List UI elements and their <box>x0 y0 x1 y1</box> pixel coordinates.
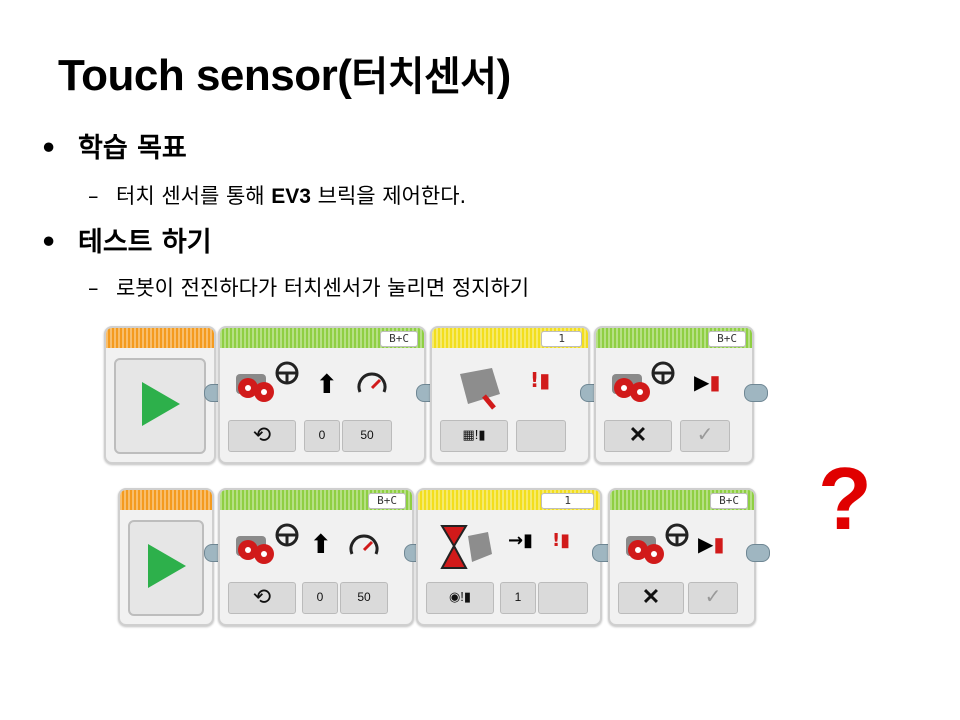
check-icon[interactable]: ✓ <box>680 420 730 452</box>
bullet-dot: • <box>40 133 78 164</box>
steering-wheel-icon <box>274 360 300 386</box>
compare-result[interactable] <box>538 582 588 614</box>
wait-touch-block[interactable]: 1 !▮ ▦!▮ <box>430 326 590 464</box>
steering-wheel-icon <box>650 360 676 386</box>
speedometer-icon <box>356 368 388 398</box>
play-icon <box>142 382 180 426</box>
compare-mode-icon[interactable]: ◉!▮ <box>426 582 494 614</box>
start-block[interactable] <box>104 326 216 464</box>
motor-port-selector[interactable]: B+C <box>708 331 746 347</box>
steering-wheel-icon <box>274 522 300 548</box>
motor-port-selector[interactable]: B+C <box>380 331 418 347</box>
hourglass-icon <box>436 522 496 574</box>
sub-test: –로봇이 전진하다가 터치센서가 눌리면 정지하기 <box>88 272 529 302</box>
bullet-label: 테스트 하기 <box>78 227 212 258</box>
brake-icon[interactable]: ✕ <box>618 582 684 614</box>
touch-state-icon: !▮ <box>530 370 550 390</box>
bullet-dot: • <box>40 227 78 258</box>
sequence-connector[interactable] <box>744 384 768 402</box>
sub-learning-goal: –터치 센서를 통해 EV3 브릭을 제어한다. <box>88 180 466 210</box>
steering-value[interactable]: 0 <box>302 582 338 614</box>
compare-mode-icon[interactable]: ▦!▮ <box>440 420 508 452</box>
steering-value[interactable]: 0 <box>304 420 340 452</box>
stop-icon: ▶▮ <box>694 372 720 392</box>
title-close: ) <box>497 51 511 100</box>
move-stop-block[interactable]: B+C ▶▮ ✕ ✓ <box>594 326 754 464</box>
start-body <box>114 358 206 454</box>
title-korean: 터치센서 <box>351 54 496 100</box>
play-icon <box>148 544 186 588</box>
sub-text-post: 브릭을 제어한다. <box>311 184 466 208</box>
start-block[interactable] <box>118 488 214 626</box>
sensor-port-selector[interactable]: 1 <box>541 331 582 347</box>
pressed-state-icon: →▮ <box>508 532 533 550</box>
touch-sensor-icon <box>454 364 506 412</box>
wait-touch-block[interactable]: 1 →▮ !▮ ◉!▮ 1 <box>416 488 602 626</box>
move-steering-block[interactable]: B+C ⬆ ⟲ 0 50 <box>218 488 414 626</box>
check-icon[interactable]: ✓ <box>688 582 738 614</box>
move-steering-block[interactable]: B+C ⬆ ⟲ 0 50 <box>218 326 426 464</box>
sub-text-bold: EV3 <box>271 185 311 208</box>
motor-port-selector[interactable]: B+C <box>368 493 406 509</box>
sub-dash: – <box>88 276 116 300</box>
sequence-connector[interactable] <box>746 544 770 562</box>
program-touch-wait: B+C ⬆ ⟲ 0 50 1 !▮ ▦!▮ B+C <box>104 326 784 466</box>
power-value[interactable]: 50 <box>342 420 392 452</box>
loop-icon[interactable]: ⟲ <box>228 582 296 614</box>
arrow-up-icon: ⬆ <box>310 532 332 558</box>
bullet-learning-goal: •학습 목표 <box>40 126 187 165</box>
slide-title: Touch sensor(터치센서) <box>58 44 511 102</box>
touch-state-icon: !▮ <box>552 532 570 550</box>
bullet-test: •테스트 하기 <box>40 220 212 259</box>
brake-icon[interactable]: ✕ <box>604 420 672 452</box>
loop-icon[interactable]: ⟲ <box>228 420 296 452</box>
start-header <box>106 328 214 348</box>
program-timer-wait: B+C ⬆ ⟲ 0 50 1 →▮ !▮ ◉!▮ 1 B+C <box>118 488 778 628</box>
sub-text-pre: 터치 센서를 통해 <box>116 184 271 208</box>
sub-text: 로봇이 전진하다가 터치센서가 눌리면 정지하기 <box>116 276 529 300</box>
motor-port-selector[interactable]: B+C <box>710 493 748 509</box>
start-header <box>120 490 212 510</box>
compare-value[interactable]: 1 <box>500 582 536 614</box>
power-value[interactable]: 50 <box>340 582 388 614</box>
arrow-up-icon: ⬆ <box>316 372 338 398</box>
move-stop-block[interactable]: B+C ▶▮ ✕ ✓ <box>608 488 756 626</box>
stop-icon: ▶▮ <box>698 534 724 554</box>
sub-dash: – <box>88 184 116 208</box>
sensor-port-selector[interactable]: 1 <box>541 493 594 509</box>
steering-wheel-icon <box>664 522 690 548</box>
title-english: Touch sensor( <box>58 51 351 100</box>
speedometer-icon <box>348 530 380 560</box>
compare-value[interactable] <box>516 420 566 452</box>
question-mark: ? <box>818 448 872 550</box>
start-body <box>128 520 204 616</box>
bullet-label: 학습 목표 <box>78 133 187 164</box>
